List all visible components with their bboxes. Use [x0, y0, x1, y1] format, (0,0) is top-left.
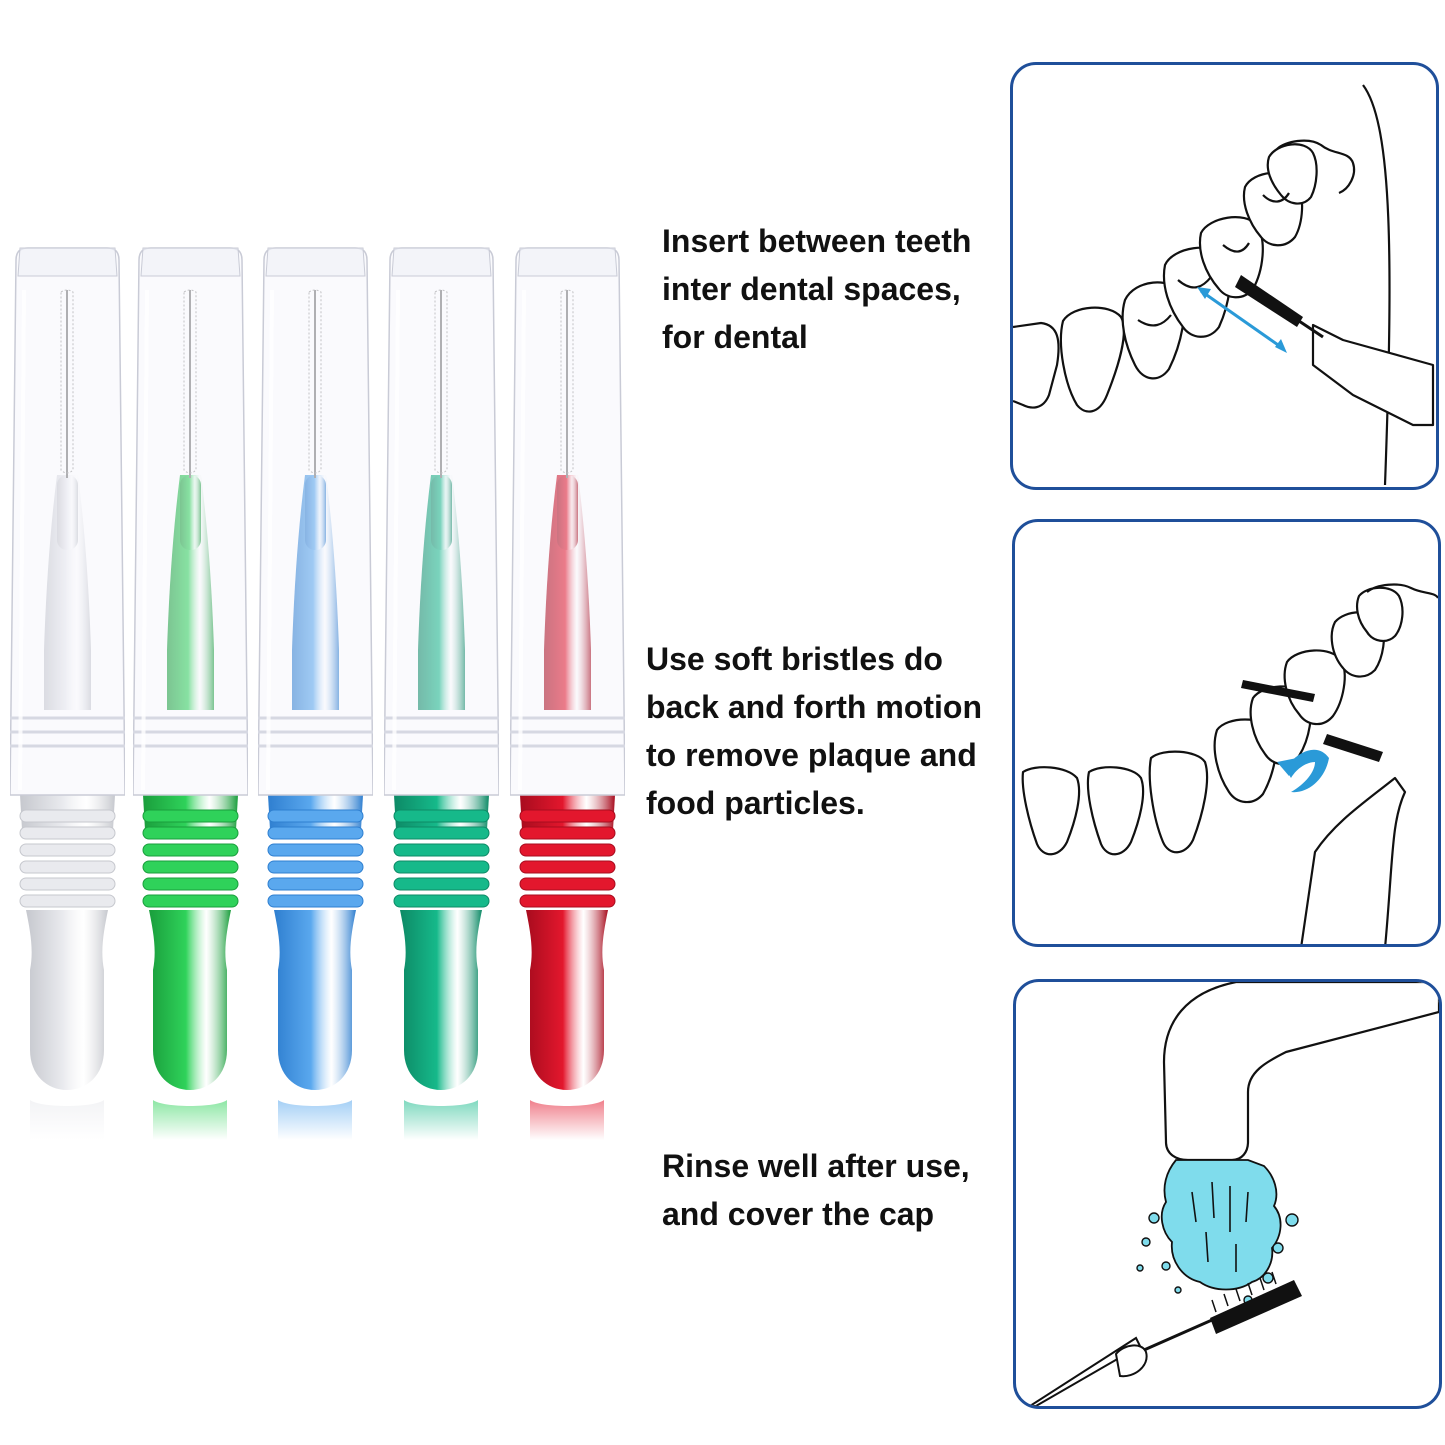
step-2-line: food particles.: [646, 785, 865, 821]
interdental-brush-blue: [257, 230, 374, 1150]
interdental-brush-green: [132, 230, 249, 1150]
step-1-line: Insert between teeth: [662, 223, 972, 259]
brush-back-and-forth-illustration: [1021, 583, 1438, 944]
brush-photo: [0, 230, 640, 1150]
brush-drawing: [383, 247, 500, 1140]
step-3-illustration-panel: [1013, 979, 1442, 1409]
step-1-line: inter dental spaces,: [662, 271, 961, 307]
step-1-illustration-panel: [1010, 62, 1439, 490]
brush-between-teeth-illustration: [1013, 84, 1435, 486]
step-1-text: Insert between teeth inter dental spaces…: [662, 217, 971, 361]
step-2-illustration-panel: [1012, 519, 1441, 947]
rinse-under-tap-illustration: [1028, 982, 1439, 1406]
step-2-text: Use soft bristles do back and forth moti…: [646, 635, 982, 827]
step-2-line: to remove plaque and: [646, 737, 977, 773]
brush-drawing: [509, 247, 626, 1140]
step-2-line: Use soft bristles do: [646, 641, 943, 677]
step-3-line: Rinse well after use,: [662, 1148, 970, 1184]
step-3-text: Rinse well after use, and cover the cap: [662, 1142, 970, 1238]
brush-drawing: [9, 247, 126, 1140]
interdental-brush-white: [9, 230, 126, 1150]
step-3-line: and cover the cap: [662, 1196, 935, 1232]
brush-drawing: [257, 247, 374, 1140]
step-1-line: for dental: [662, 319, 808, 355]
interdental-brush-red: [509, 230, 626, 1150]
step-2-line: back and forth motion: [646, 689, 982, 725]
brush-drawing: [132, 247, 249, 1140]
interdental-brush-teal: [383, 230, 500, 1150]
